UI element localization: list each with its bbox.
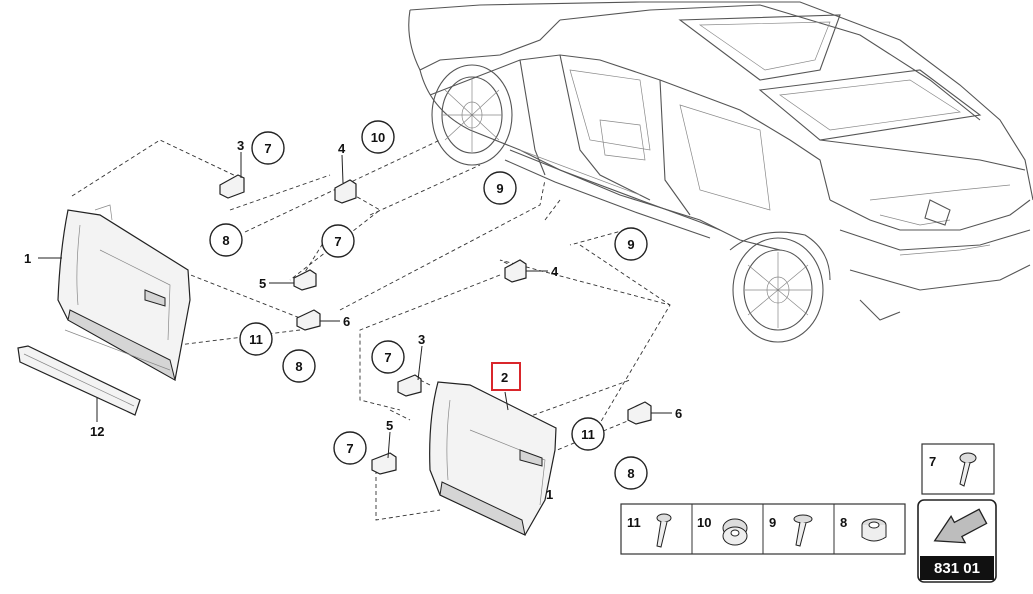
svg-text:8: 8 xyxy=(627,466,634,481)
legend-item-11-label: 11 xyxy=(627,515,641,530)
callout-label-4b: 4 xyxy=(551,264,559,279)
svg-text:7: 7 xyxy=(264,141,271,156)
callout-label-1b: 1 xyxy=(546,487,553,502)
circle-callout-9b: 9 xyxy=(614,227,648,261)
page-code-bar xyxy=(920,556,994,580)
svg-text:10: 10 xyxy=(371,130,385,145)
circle-callout-9a: 9 xyxy=(483,171,517,205)
circle-callout-7c: 7 xyxy=(371,340,405,374)
legend-item-9-label: 9 xyxy=(769,515,776,530)
svg-text:7: 7 xyxy=(346,441,353,456)
callout-label-1: 1 xyxy=(24,251,31,266)
sill-trim-strip xyxy=(17,345,141,416)
page-code: 831 01 xyxy=(934,560,980,577)
circle-callout-7d: 7 xyxy=(333,431,367,465)
svg-text:9: 9 xyxy=(627,237,634,252)
svg-text:7: 7 xyxy=(384,350,391,365)
nut-icon xyxy=(722,518,748,546)
front-wheel-drawing xyxy=(431,64,513,166)
callout-label-4a: 4 xyxy=(338,141,346,156)
leader-lines xyxy=(38,152,672,459)
circle-callout-8c: 8 xyxy=(614,456,648,490)
circle-callout-8a: 8 xyxy=(209,223,243,257)
front-door-panel xyxy=(57,204,191,382)
svg-text:7: 7 xyxy=(334,234,341,249)
circle-callout-7a: 7 xyxy=(251,131,285,165)
spacer-bushing-icon xyxy=(861,518,887,542)
svg-text:8: 8 xyxy=(222,233,229,248)
page-reference-badge[interactable]: 831 01 xyxy=(917,499,997,583)
highlighted-callout-2[interactable]: 2 xyxy=(491,362,521,391)
callout-label-3b: 3 xyxy=(418,332,425,347)
callout-label-5a: 5 xyxy=(259,276,266,291)
hinge-brackets xyxy=(219,174,652,475)
screw-icon xyxy=(959,452,977,487)
circle-callout-10a: 10 xyxy=(361,120,395,154)
legend-screw-7-label: 7 xyxy=(929,454,936,469)
legend-fastener-row: 11 10 9 8 xyxy=(620,503,906,555)
circle-callout-11b: 11 xyxy=(571,417,605,451)
svg-text:11: 11 xyxy=(581,427,595,442)
plain-callout-labels: 1 3 4 5 6 4 3 5 6 12 1 xyxy=(24,138,682,502)
callout-label-6a: 6 xyxy=(343,314,350,329)
svg-text:8: 8 xyxy=(295,359,302,374)
circle-callout-11a: 11 xyxy=(239,322,273,356)
callout-label-2: 2 xyxy=(501,370,508,385)
bolt-icon xyxy=(656,513,672,548)
rear-wheel-drawing xyxy=(732,237,824,343)
legend-item-10-label: 10 xyxy=(697,515,711,530)
highlight-box xyxy=(491,362,521,391)
circle-callout-8b: 8 xyxy=(282,349,316,383)
callout-label-3a: 3 xyxy=(237,138,244,153)
callout-label-12: 12 xyxy=(90,424,104,439)
callout-label-5b: 5 xyxy=(386,418,393,433)
arrow-icon xyxy=(933,508,988,544)
svg-text:11: 11 xyxy=(249,332,263,347)
vehicle-illustration xyxy=(408,1,1033,343)
svg-text:9: 9 xyxy=(496,181,503,196)
rear-door-panel xyxy=(429,381,557,536)
flange-bolt-icon xyxy=(793,514,813,547)
circled-callouts: 7 10 9 8 7 9 11 8 7 11 7 8 xyxy=(209,120,648,490)
callout-label-6b: 6 xyxy=(675,406,682,421)
circle-callout-7b: 7 xyxy=(321,224,355,258)
legend-item-8-label: 8 xyxy=(840,515,847,530)
legend-screw-7: 7 xyxy=(921,443,995,495)
